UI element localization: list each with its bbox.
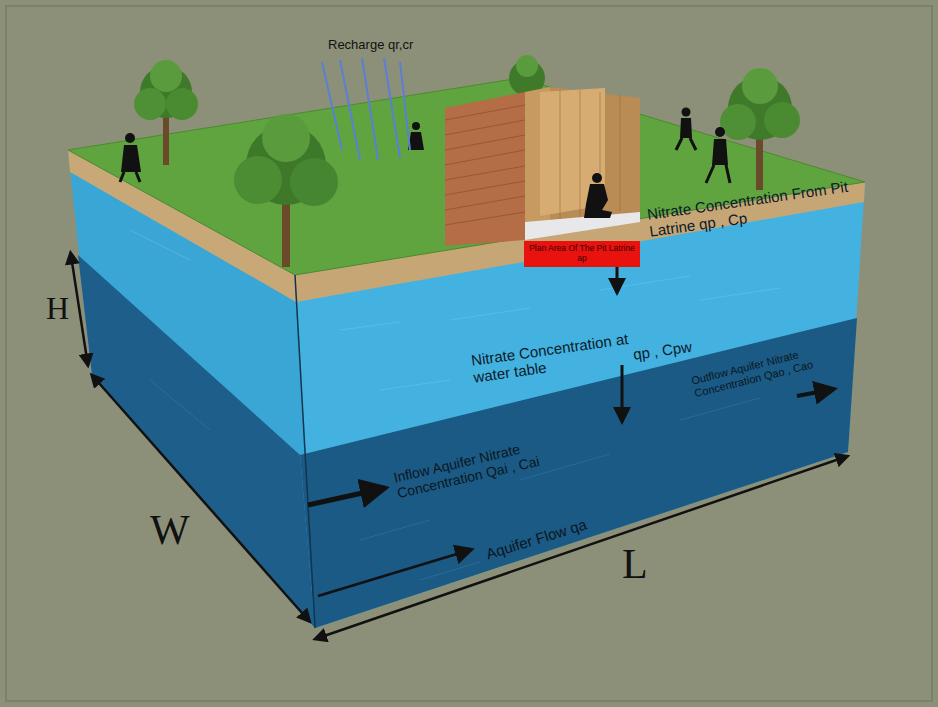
pit-latrine xyxy=(445,87,640,246)
node-text: Plan Area Of The Pit Latrine ap xyxy=(528,244,636,264)
tree xyxy=(134,60,198,165)
dimension-h: H xyxy=(46,290,86,327)
recharge-label: Recharge qr,cr xyxy=(328,38,468,53)
dimension-w: W xyxy=(150,506,200,554)
pit-plan-area: Plan Area Of The Pit Latrine ap xyxy=(524,241,640,267)
dimension-l: L xyxy=(622,540,672,588)
